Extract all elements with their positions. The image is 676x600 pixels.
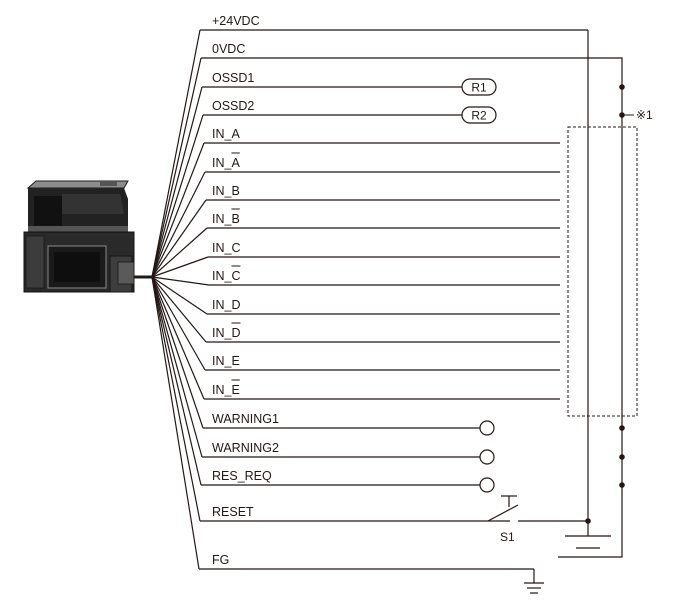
terminal-label-warning1: WARNING1 — [212, 412, 279, 426]
terminal-label-in-a: IN_A — [212, 127, 240, 141]
fan-wire-fg — [151, 276, 200, 570]
fan-wire-in-b — [151, 199, 207, 278]
fan-wire-in-d-bar — [151, 276, 207, 343]
terminal-label-in-b: IN_B — [212, 184, 240, 198]
terminal-label-ossd1: OSSD1 — [212, 71, 254, 85]
optional-input-device-box — [567, 126, 638, 417]
fan-wire-in-e-bar — [151, 276, 205, 400]
relay-r1: R1 — [461, 78, 497, 96]
terminal-label-in-d-bar: IN_D — [212, 326, 240, 340]
fan-wire-in-e — [151, 276, 206, 371]
power-24vdc-wiring — [558, 30, 611, 558]
fan-wire-in-b-bar — [151, 227, 208, 278]
relay-r2-label: R2 — [471, 109, 487, 123]
terminal-label-in-e-bar: IN_E — [212, 383, 240, 397]
fan-wire-ossd1 — [151, 86, 203, 278]
relay-r1-label: R1 — [471, 81, 487, 95]
fan-wire-in-c-bar — [151, 276, 210, 286]
terminal-label-in-a-bar: IN_A — [212, 156, 240, 170]
cable-fan-wires — [151, 29, 210, 570]
terminal-label-ossd2: OSSD2 — [212, 99, 254, 113]
terminal-label-in-c: IN_C — [212, 241, 240, 255]
terminal-label-in-e: IN_E — [212, 354, 240, 368]
fan-wire-in-d — [151, 276, 208, 315]
terminal-label-warning2: WARNING2 — [212, 441, 279, 455]
fan-wire--24vdc — [151, 29, 201, 278]
terminal-label-in-d: IN_D — [212, 298, 240, 312]
laser-scanner-device — [23, 180, 152, 293]
terminal-label-in-b-bar: IN_B — [212, 212, 240, 226]
fan-wire-ossd2 — [151, 114, 204, 278]
note-1-label: ※1 — [636, 108, 653, 122]
terminal-label-0vdc: 0VDC — [212, 42, 245, 56]
fan-wire-in-c — [151, 256, 209, 278]
fan-wire-in-a-bar — [151, 171, 206, 278]
reset-switch-s1: S1 — [487, 495, 588, 544]
terminal-label-res-req: RES_REQ — [212, 469, 272, 483]
ground-symbol — [524, 569, 544, 594]
fan-wire-in-a — [151, 142, 205, 278]
switch-s1-label: S1 — [500, 530, 515, 544]
terminal-label--24vdc: +24VDC — [212, 14, 260, 28]
terminal-label-in-c-bar: IN_C — [212, 269, 240, 283]
lamp-warning2 — [479, 449, 495, 465]
relay-r2: R2 — [461, 106, 497, 124]
terminal-label-reset: RESET — [212, 505, 254, 519]
fan-wire-0vdc — [151, 57, 202, 278]
lamp-res-req — [479, 477, 495, 493]
terminal-label-fg: FG — [212, 553, 229, 567]
lamp-warning1 — [479, 420, 495, 436]
fan-wire-res-req — [151, 276, 202, 486]
fan-wire-reset — [151, 276, 201, 522]
fan-wire-warning2 — [151, 276, 203, 458]
power-0vdc-wiring — [558, 57, 625, 558]
fan-wire-warning1 — [151, 276, 204, 429]
